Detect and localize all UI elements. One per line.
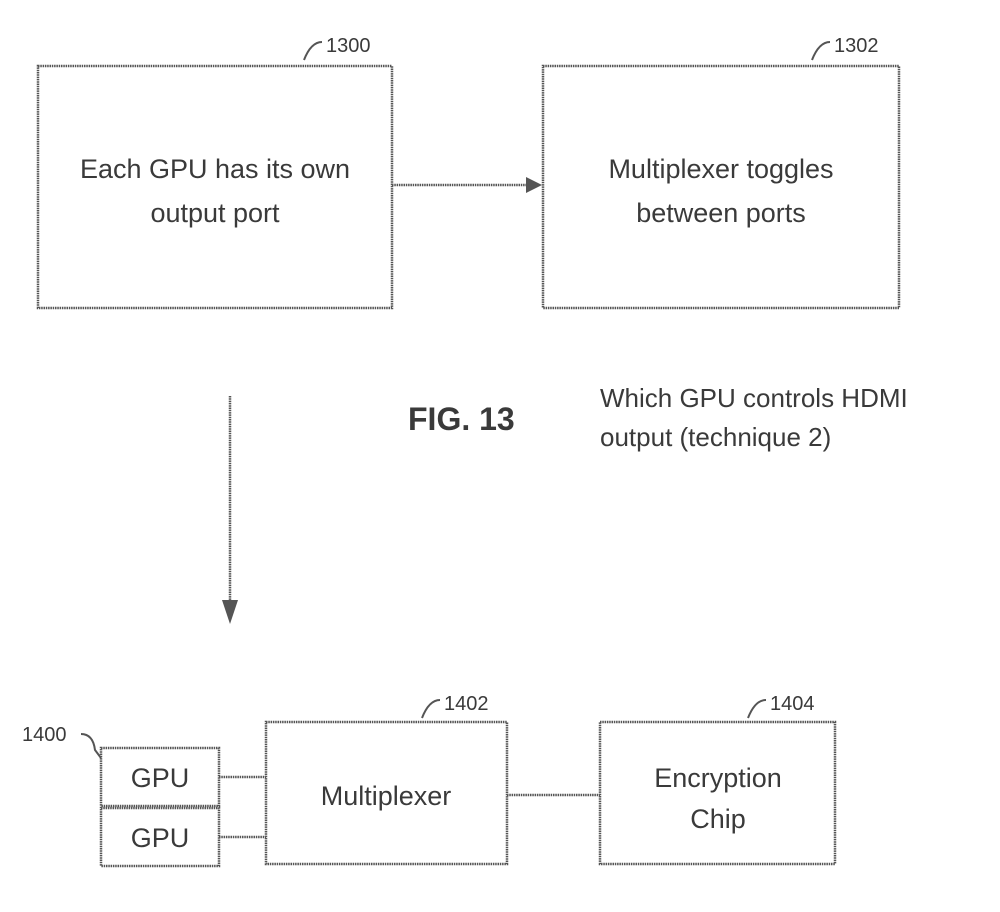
ref-1402-label: 1402 [444, 693, 489, 715]
ref-1402-leader [421, 699, 441, 719]
box-1302-text-line1: Multiplexer toggles [608, 154, 833, 184]
ref-1400-label: 1400 [22, 724, 67, 746]
box-1302 [541, 64, 901, 310]
multiplexer-label: Multiplexer [321, 781, 452, 811]
encryption-chip-box [598, 720, 837, 866]
ref-1300-label: 1300 [326, 35, 371, 57]
gpu-bottom-box [99, 806, 221, 868]
caption-line1: Which GPU controls HDMI [600, 383, 908, 413]
box-1302-group: Multiplexer toggles between ports 1302 [541, 35, 901, 310]
encryption-chip-label-line1: Encryption [654, 763, 782, 793]
box-1300 [36, 64, 394, 310]
box-1302-text-line2: between ports [636, 198, 806, 228]
arrow-1300-1302-head [526, 177, 542, 193]
gpu-top-label: GPU [131, 763, 190, 793]
ref-1302-leader [811, 41, 831, 61]
ref-1404-label: 1404 [770, 693, 815, 715]
figure-label: FIG. 13 [408, 401, 515, 437]
gpu-bottom-label: GPU [131, 823, 190, 853]
box-1300-text-line1: Each GPU has its own [80, 154, 350, 184]
arrow-1300-to-1302 [392, 177, 542, 193]
ref-1302-label: 1302 [834, 35, 879, 57]
box-1300-text-line2: output port [150, 198, 280, 228]
down-arrow [222, 396, 238, 624]
multiplexer-box [264, 720, 509, 866]
encryption-chip-group: Encryption Chip 1404 [598, 693, 837, 866]
caption-line2: output (technique 2) [600, 422, 831, 452]
gpu-top-box [99, 746, 221, 808]
ref-1400-leader [80, 733, 102, 759]
gpu-top-group: GPU [99, 746, 221, 808]
ref-1404-leader [747, 699, 767, 719]
down-arrow-head [222, 600, 238, 624]
box-1300-group: Each GPU has its own output port 1300 [36, 35, 394, 310]
encryption-chip-label-line2: Chip [690, 804, 746, 834]
ref-1300-leader [303, 41, 323, 61]
multiplexer-group: Multiplexer 1402 [264, 693, 509, 866]
gpu-bottom-group: GPU [99, 806, 221, 868]
